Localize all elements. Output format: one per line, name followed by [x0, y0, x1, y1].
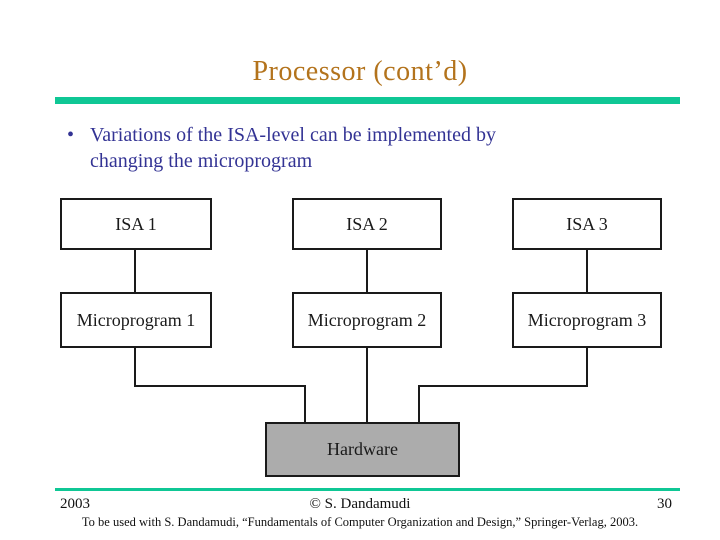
footer-year: 2003: [60, 496, 90, 512]
connector-isa2-mp2: [366, 250, 368, 292]
isa-3-box: ISA 3: [512, 198, 662, 250]
connector-mp1-horizontal: [134, 385, 306, 387]
hardware-box: Hardware: [265, 422, 460, 477]
microprogram-2-box: Microprogram 2: [292, 292, 442, 348]
bullet-text: Variations of the ISA-level can be imple…: [90, 124, 496, 172]
isa-1-box: ISA 1: [60, 198, 212, 250]
connector-mp1-to-hw: [304, 385, 306, 422]
connector-mp3-to-hw: [418, 385, 420, 422]
slide-title: Processor (cont’d): [252, 56, 468, 87]
microprogram-1-box: Microprogram 1: [60, 292, 212, 348]
footer-page-number: 30: [657, 496, 672, 512]
bullet-marker: •: [67, 124, 75, 146]
title-divider-bar: [55, 97, 680, 104]
connector-isa3-mp3: [586, 250, 588, 292]
footer-divider-bar: [55, 488, 680, 491]
footer-copyright: © S. Dandamudi: [309, 496, 411, 512]
connector-mp2-to-hw: [366, 348, 368, 422]
connector-isa1-mp1: [134, 250, 136, 292]
isa-2-box: ISA 2: [292, 198, 442, 250]
connector-mp1-drop: [134, 348, 136, 387]
footer-citation: To be used with S. Dandamudi, “Fundament…: [81, 515, 639, 529]
microprogram-3-box: Microprogram 3: [512, 292, 662, 348]
connector-mp3-drop: [586, 348, 588, 387]
connector-mp3-horizontal: [418, 385, 588, 387]
